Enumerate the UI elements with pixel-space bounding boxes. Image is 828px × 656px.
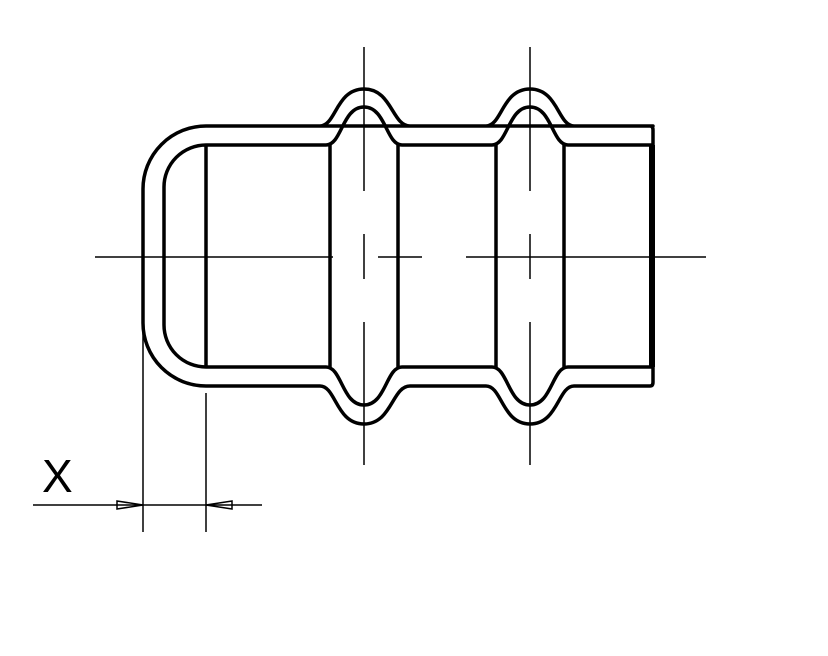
centerlines: [95, 47, 706, 465]
dimension-label: X: [42, 450, 73, 502]
inner-contour: [162, 105, 653, 407]
outer-contour: [141, 87, 655, 426]
fitting-outline: [141, 87, 655, 426]
dimension-x: X: [33, 325, 262, 532]
arrow-left-icon: [205, 500, 233, 510]
arrow-right-icon: [116, 500, 144, 510]
